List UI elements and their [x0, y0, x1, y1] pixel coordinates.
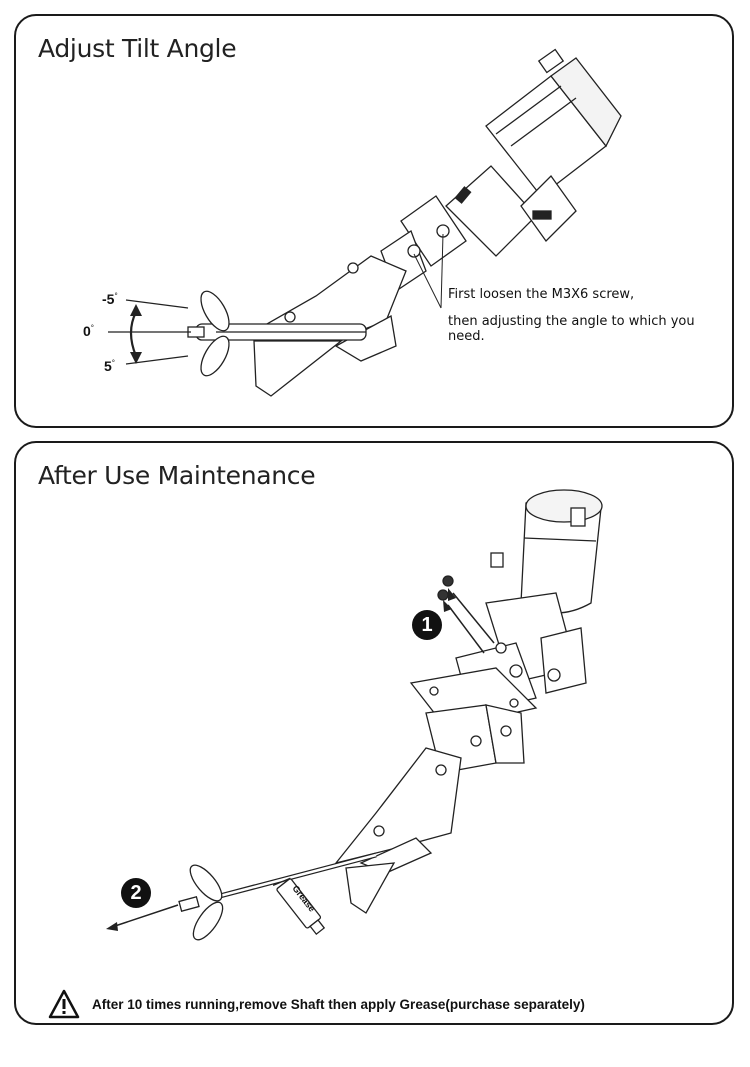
angle-line-up	[125, 299, 189, 309]
arrow-down-icon	[130, 352, 142, 364]
arrow-icon	[106, 922, 118, 931]
motor-icon	[440, 48, 622, 257]
fin	[253, 340, 343, 397]
fin	[345, 862, 396, 914]
maintenance-panel-title: After Use Maintenance	[38, 461, 316, 490]
grease-tube-icon	[272, 877, 326, 936]
angle-label-up: -5°	[102, 291, 118, 307]
tilt-note-line2: then adjusting the angle to which you ne…	[448, 314, 695, 344]
arrow-icon	[448, 588, 456, 601]
step-2-badge: 2	[121, 878, 151, 908]
tilt-illustration	[108, 48, 622, 397]
maintenance-illustration: Grease	[106, 489, 603, 941]
propeller-icon	[178, 864, 224, 941]
warning-row: After 10 times running,remove Shaft then…	[48, 987, 585, 1021]
step-1-badge: 1	[412, 610, 442, 640]
screw-icon	[442, 575, 454, 587]
maintenance-panel: After Use Maintenance	[14, 441, 734, 1025]
propeller-icon	[187, 290, 230, 377]
arrow-icon	[443, 600, 452, 612]
screw-icon	[437, 589, 449, 601]
tilt-panel-title: Adjust Tilt Angle	[38, 34, 237, 63]
angle-label-down: 5°	[104, 358, 115, 374]
tilt-angle-panel: Adjust Tilt Angle	[14, 14, 734, 428]
angle-label-zero: 0°	[83, 323, 94, 339]
arrow-up-icon	[130, 304, 142, 316]
warning-triangle-icon	[48, 989, 80, 1019]
tilt-note-line1: First loosen the M3X6 screw,	[448, 287, 635, 302]
warning-text: After 10 times running,remove Shaft then…	[92, 996, 585, 1012]
